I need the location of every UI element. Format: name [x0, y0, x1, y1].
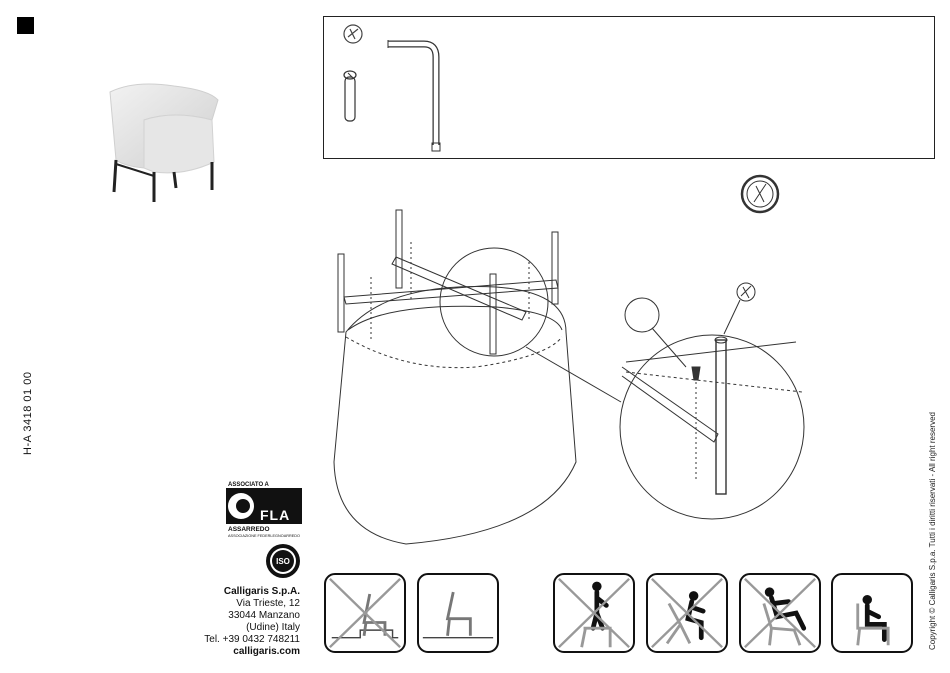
- company-website[interactable]: calligaris.com: [204, 646, 300, 658]
- company-region: (Udine) Italy: [204, 622, 300, 634]
- iso-certification-logo: ISO: [265, 543, 301, 579]
- warning-leaning-forward: [646, 573, 728, 653]
- allen-key-icon: [388, 40, 440, 151]
- company-name: Calligaris S.p.A.: [204, 586, 300, 598]
- armchair-image: [104, 80, 222, 208]
- warning-sitting-correctly: [831, 573, 913, 653]
- warning-standing-on-chair: [553, 573, 635, 653]
- tool-symbol-icon: [344, 25, 362, 43]
- assembly-diagram: [326, 162, 926, 562]
- parts-box: [323, 16, 935, 159]
- company-street: Via Trieste, 12: [204, 598, 300, 610]
- copyright-notice: Copyright © Calligaris S.p.a. Tutti i di…: [928, 412, 937, 650]
- corner-mark: [17, 17, 34, 34]
- bolt-screw-icon: [344, 71, 356, 121]
- tool-rotation-icon: [742, 176, 778, 212]
- iso-label: ISO: [276, 557, 290, 566]
- association-brand: FLA: [260, 507, 290, 523]
- warning-chair-on-floor: [417, 573, 499, 653]
- company-phone: Tel. +39 0432 748211: [204, 634, 300, 646]
- product-code: H-A 3418 01 00: [22, 372, 34, 455]
- association-name: ASSARREDO: [228, 526, 270, 533]
- warning-tilting-back: [739, 573, 821, 653]
- parts-drawing: [324, 17, 936, 160]
- company-city: 33044 Manzano: [204, 610, 300, 622]
- company-address: Calligaris S.p.A. Via Trieste, 12 33044 …: [204, 586, 300, 658]
- association-subtitle: ASSOCIAZIONE FEDERLEGNOARREDO: [228, 534, 300, 538]
- warning-chair-on-step: [324, 573, 406, 653]
- association-logo: ASSOCIATO A FLA ASSARREDO ASSOCIAZIONE F…: [226, 480, 302, 538]
- association-caption: ASSOCIATO A: [228, 482, 270, 488]
